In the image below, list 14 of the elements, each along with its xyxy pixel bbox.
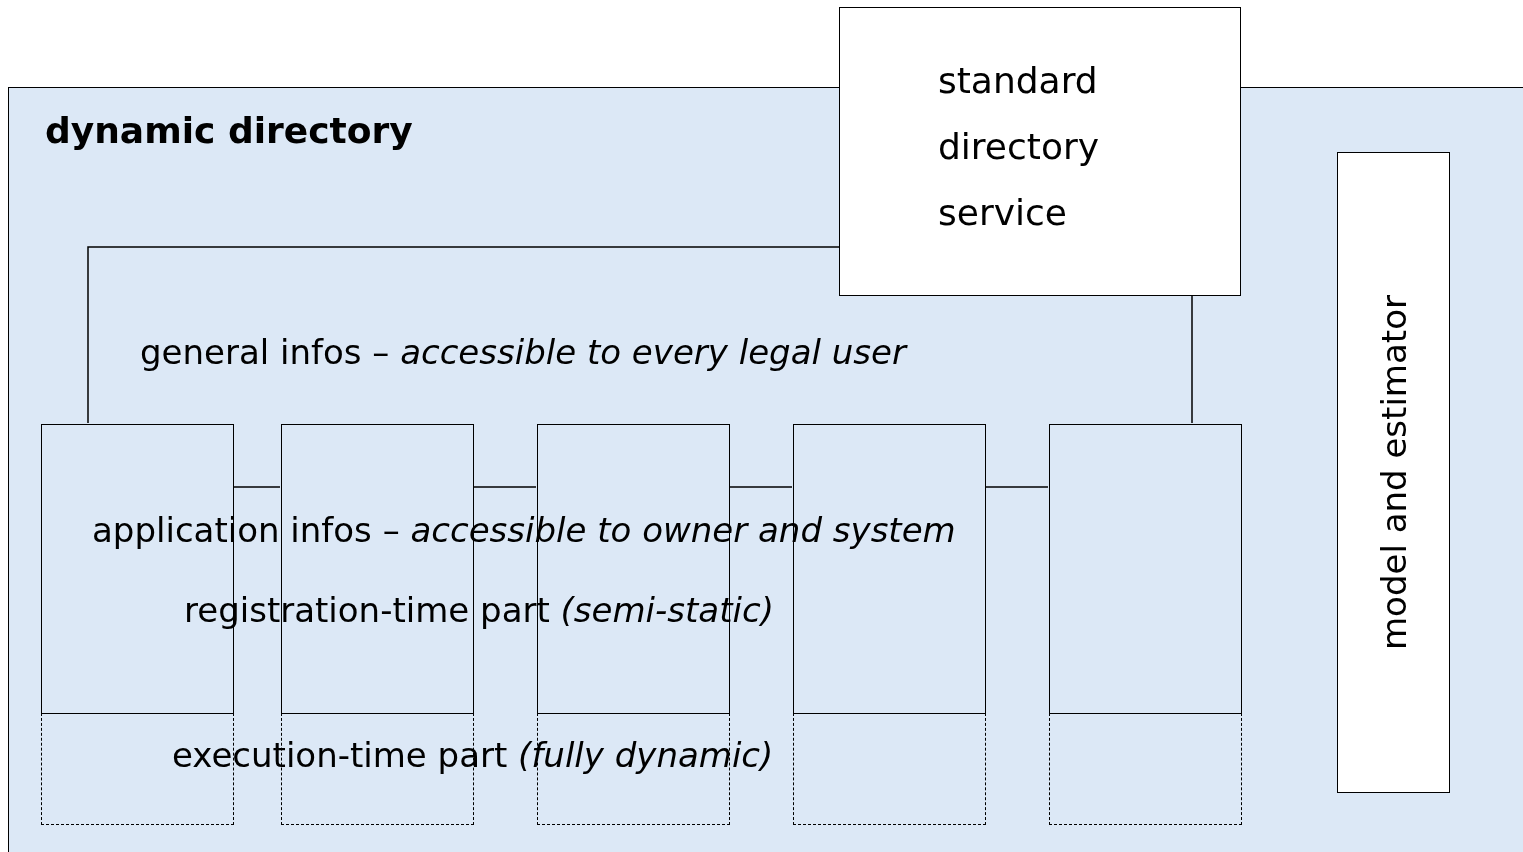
connector-line	[728, 486, 793, 488]
execution-part-box	[1049, 713, 1242, 825]
connector-line	[232, 486, 281, 488]
region-label: general infos – accessible to every legal user	[140, 332, 906, 372]
connector-line	[984, 486, 1049, 488]
execution-part-box	[793, 713, 986, 825]
connector-line	[472, 486, 537, 488]
panel-heading: dynamic directory	[45, 110, 413, 151]
registration-part-box	[1049, 424, 1242, 714]
service-box: standard directory service	[839, 7, 1241, 296]
connector-line	[87, 246, 840, 424]
region-label: execution-time part (fully dynamic)	[172, 735, 774, 775]
connector-line	[1191, 295, 1193, 424]
estimator-box: model and estimator	[1337, 152, 1450, 793]
